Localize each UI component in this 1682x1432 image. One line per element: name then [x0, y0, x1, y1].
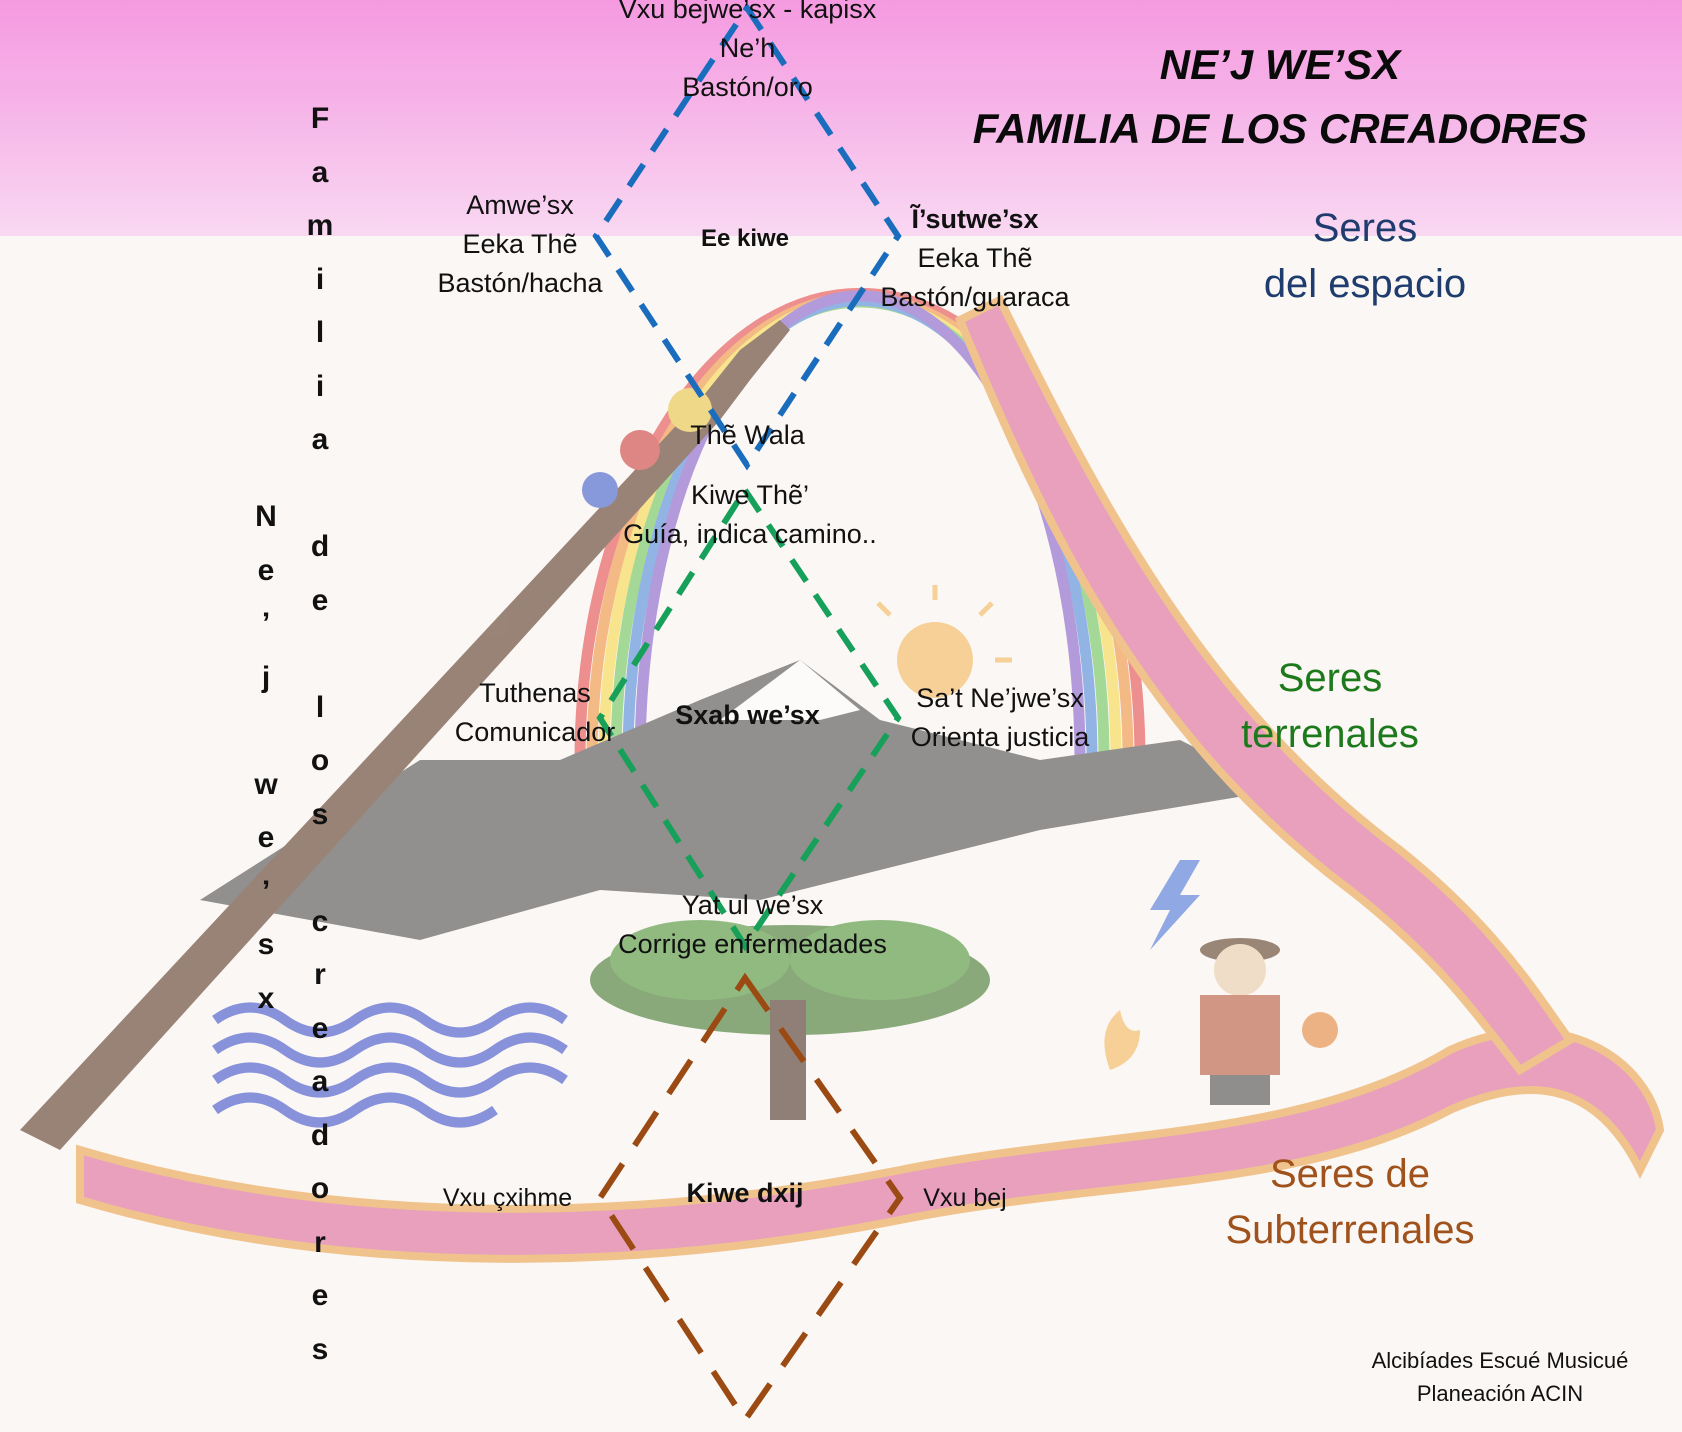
bottom-center-label: Kiwe dxij	[686, 1178, 804, 1208]
top-diamond	[592, 2, 902, 471]
vertical-left-char	[246, 704, 286, 758]
staff	[20, 320, 790, 1150]
vertical-right-char: s	[311, 797, 329, 831]
mountains	[200, 660, 1280, 940]
vertical-right-char: o	[310, 1172, 330, 1205]
middle-center-label: Sxab we’sx	[675, 700, 820, 730]
vertical-right-char: a	[311, 155, 329, 189]
vertical-left-char: e	[257, 821, 275, 854]
middle-bottom-label: Yat ul we’sx Corrige enfermedades	[585, 886, 920, 964]
vertical-right-char: e	[311, 1279, 329, 1312]
apex-line-3: Bastón/oro	[682, 72, 813, 103]
apex-line-1: Vxu bejwe’sx - kapisx	[618, 0, 877, 24]
vertical-right-char: r	[314, 1225, 326, 1259]
title-line-2: FAMILIA DE LOS CREADORES	[972, 105, 1588, 152]
sun	[897, 622, 973, 698]
realm-label-underground: Seres de Subterrenales	[1185, 1146, 1515, 1258]
isutwesx-line-3: Bastón/guaraca	[880, 282, 1070, 313]
realm-earth-line-1: Seres	[1277, 656, 1383, 700]
vertical-left-char: ’	[261, 874, 271, 908]
vertical-right-char: s	[311, 1332, 329, 1366]
bottom-left-label: Vxu çxihme	[442, 1184, 573, 1212]
title-banner	[0, 0, 1682, 236]
vertical-left-char: e	[257, 553, 275, 587]
bottom-right-label: Vxu bej	[923, 1184, 1007, 1212]
vertical-right-char: d	[310, 1118, 330, 1152]
tuthenas-line-1: Tuthenas	[479, 678, 591, 708]
realm-space-line-2: del espacio	[1263, 262, 1467, 306]
vertical-right-char: m	[306, 209, 334, 242]
vertical-right-char: a	[311, 1065, 329, 1098]
middle-top-label: Kiwe Thẽ’ Guía, indica camino..	[570, 476, 930, 554]
realm-label-earth: Seres terrenales	[1180, 650, 1480, 762]
vertical-right-char	[300, 841, 340, 895]
author-credit: Alcibíades Escué Musicué Planeación ACIN	[1350, 1344, 1650, 1410]
amwesx-line-2: Eeka Thẽ	[462, 229, 578, 260]
vertical-right-char: a	[311, 423, 329, 456]
top-apex-label: Vxu bejwe’sx - kapisx Ne’h Bastón/oro	[560, 0, 935, 107]
vertical-left-char: s	[257, 928, 275, 961]
middle-left-label: Tuthenas Comunicador	[430, 674, 640, 752]
yatulwesx-line-1: Yat ul we’sx	[681, 890, 824, 920]
top-right-label: Ĩ’sutwe’sx Eeka Thẽ Bastón/guaraca	[860, 200, 1090, 317]
realm-label-space: Seres del espacio	[1215, 200, 1515, 312]
realm-under-line-1: Seres de	[1269, 1152, 1431, 1196]
vertical-right-char: e	[311, 1011, 329, 1045]
kiwe-the-line-1: Kiwe Thẽ’	[690, 480, 810, 510]
person-figure	[1200, 938, 1338, 1105]
vertical-right-char: e	[311, 583, 329, 617]
top-bottom-label: Thẽ Wala	[690, 420, 805, 450]
vertical-right-char	[300, 467, 340, 521]
vertical-left-char: N	[255, 500, 277, 533]
top-center-label: Ee kiwe	[700, 225, 790, 252]
vertical-right-char: d	[310, 530, 330, 563]
apex-line-2: Ne’h	[719, 33, 776, 64]
bottom-diamond	[596, 972, 904, 1426]
vertical-right-char: i	[315, 369, 325, 403]
middle-right-label: Sa’t Ne’jwe’sx Orienta justicia	[885, 679, 1115, 757]
lightning	[1150, 860, 1200, 950]
water-waves	[212, 1002, 568, 1128]
credit-line-2: Planeación ACIN	[1416, 1381, 1584, 1406]
realm-under-line-2: Subterrenales	[1225, 1208, 1475, 1252]
vertical-left-char: j	[261, 660, 271, 694]
top-left-label: Amwe’sx Eeka Thẽ Bastón/hacha	[405, 186, 635, 303]
isutwesx-line-2: Eeka Thẽ	[917, 243, 1033, 274]
vertical-right-char: F	[310, 102, 330, 135]
vertical-right-char: l	[315, 690, 325, 724]
realm-space-line-1: Seres	[1312, 206, 1418, 250]
satnejwesx-line-2: Orienta justicia	[910, 722, 1090, 753]
amwesx-line-3: Bastón/hacha	[437, 268, 603, 299]
middle-diamond	[596, 484, 902, 952]
satnejwesx-line-1: Sa’t Ne’jwe’sx	[916, 683, 1084, 713]
vertical-left-char: x	[257, 981, 275, 1015]
woven-belt	[76, 1027, 1665, 1263]
kiwe-the-line-2: Guía, indica camino..	[623, 519, 877, 550]
vertical-right-char: o	[310, 744, 330, 777]
title-line-1: NE’J WE’SX	[1159, 41, 1401, 88]
yatulwesx-line-2: Corrige enfermedades	[618, 929, 887, 960]
amwesx-line-1: Amwe’sx	[466, 190, 574, 220]
vertical-left-char: w	[254, 767, 278, 801]
fire	[1104, 1010, 1140, 1070]
credit-line-1: Alcibíades Escué Musicué	[1371, 1348, 1629, 1373]
realm-earth-line-2: terrenales	[1241, 712, 1419, 756]
tuthenas-line-2: Comunicador	[454, 717, 616, 748]
vertical-right-char: i	[315, 262, 325, 296]
vertical-right-char: r	[314, 958, 326, 991]
vertical-right-char: l	[315, 316, 325, 349]
vertical-right-char: c	[311, 904, 329, 938]
isutwesx-title: Ĩ’sutwe’sx	[911, 204, 1039, 234]
vertical-right-char	[300, 627, 340, 681]
vertical-left-char: ’	[261, 607, 271, 640]
